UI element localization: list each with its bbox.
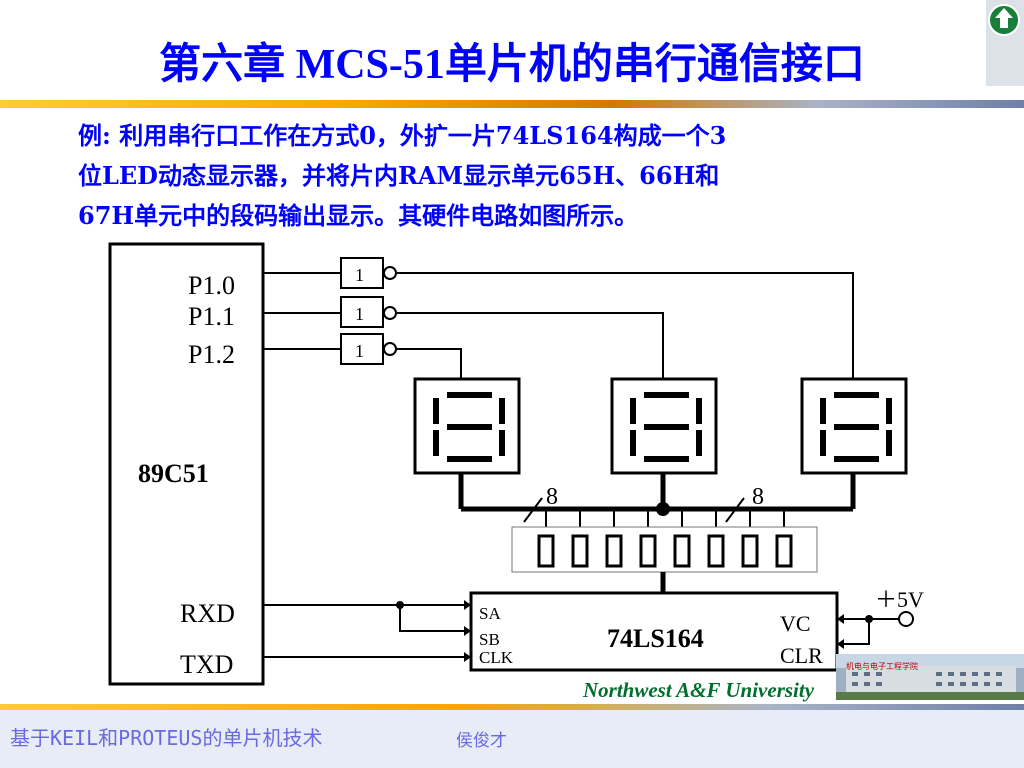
resistor xyxy=(741,534,759,568)
mcu-label: 89C51 xyxy=(138,459,209,488)
seven-seg-digit-2 xyxy=(630,392,702,462)
seven-seg-digit-3 xyxy=(820,392,892,462)
campus-photo: 机电与电子工程学院 xyxy=(836,654,1024,700)
resistor-network xyxy=(511,526,818,573)
bus-width-right: 8 xyxy=(752,484,764,510)
home-up-arrow-icon[interactable] xyxy=(986,0,1024,86)
inverter-gate-2 xyxy=(340,296,384,328)
power-label: ＋5V xyxy=(875,587,924,612)
paragraph-line-3: 67H单元中的段码输出显示。其硬件电路如图所示。 xyxy=(78,201,639,230)
gate-label-2: 1 xyxy=(355,304,364,324)
circuit-diagram: P1.0 P1.1 P1.2 89C51 RXD TXD 1 1 1 8 8 7… xyxy=(108,242,924,686)
example-paragraph: 例: 利用串行口工作在方式0，外扩一片74LS164构成一个3 位LED动态显示… xyxy=(78,116,958,236)
pin-label-sa: SA xyxy=(479,604,501,623)
pin-label-sb: SB xyxy=(479,630,500,649)
bus-width-left: 8 xyxy=(546,484,558,510)
pin-label-clk: CLK xyxy=(479,648,514,667)
pin-label-clr: CLR xyxy=(780,643,823,668)
seven-seg-display-1 xyxy=(413,377,521,475)
pin-label-p11: P1.1 xyxy=(188,302,235,331)
wire-digit-2-enable xyxy=(396,312,664,379)
campus-sign: 机电与电子工程学院 xyxy=(846,661,918,671)
resistor xyxy=(775,534,793,568)
course-title: 基于KEIL和PROTEUS的单片机技术 xyxy=(10,726,323,750)
resistor xyxy=(639,534,657,568)
author-name: 侯俊才 xyxy=(456,731,507,751)
mcu-chip xyxy=(108,242,265,686)
title-divider xyxy=(0,100,1024,108)
footer-divider xyxy=(0,704,1024,710)
resistor xyxy=(605,534,623,568)
paragraph-line-2: 位LED动态显示器，并将片内RAM显示单元65H、66H和 xyxy=(78,161,720,190)
gate-label-1: 1 xyxy=(355,265,364,285)
pin-label-txd: TXD xyxy=(180,650,233,679)
shift-register-label: 74LS164 xyxy=(607,624,704,653)
pin-label-p10: P1.0 xyxy=(188,271,235,300)
resistor xyxy=(571,534,589,568)
university-name: Northwest A&F University xyxy=(583,678,815,702)
paragraph-line-1: 例: 利用串行口工作在方式0，外扩一片74LS164构成一个3 xyxy=(78,121,727,150)
pin-label-p12: P1.2 xyxy=(188,340,235,369)
seven-seg-digit-1 xyxy=(433,392,505,462)
wire-digit-1-enable xyxy=(396,348,462,379)
pin-label-rxd: RXD xyxy=(180,599,235,628)
pin-label-vc: VC xyxy=(780,611,811,636)
resistor xyxy=(673,534,691,568)
wire-digit-3-enable xyxy=(396,272,854,379)
gate-label-3: 1 xyxy=(355,341,364,361)
resistor xyxy=(537,534,555,568)
shift-register-chip xyxy=(469,591,839,672)
footer xyxy=(0,710,1024,768)
resistor xyxy=(707,534,725,568)
slide-title: 第六章 MCS-51单片机的串行通信接口 xyxy=(159,42,865,88)
